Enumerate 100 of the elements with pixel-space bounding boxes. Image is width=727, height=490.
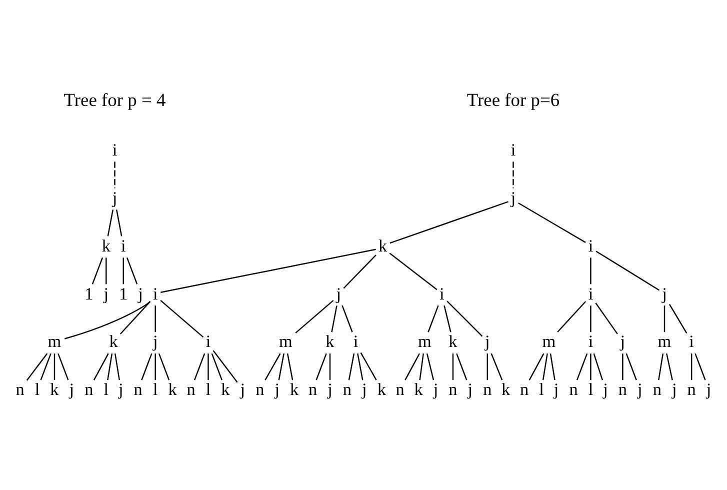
- node-text: k: [377, 380, 386, 399]
- connector: [694, 352, 706, 380]
- connector: [428, 304, 439, 332]
- node-text: j: [336, 284, 341, 303]
- connector: [343, 254, 376, 288]
- connector: [576, 352, 588, 380]
- connector: [528, 352, 544, 380]
- node-text: m: [658, 332, 672, 351]
- connector: [622, 353, 624, 380]
- connector: [626, 352, 637, 380]
- connector: [58, 352, 69, 380]
- connector: [126, 256, 138, 284]
- connector: [93, 352, 109, 380]
- connector: [518, 202, 586, 242]
- connector: [141, 352, 152, 380]
- connector: [114, 161, 116, 188]
- node-text: n: [569, 380, 578, 399]
- connector: [557, 300, 586, 332]
- connector: [389, 252, 438, 290]
- node-text: n: [483, 380, 492, 399]
- node-text: i: [120, 236, 126, 255]
- label: Tree for p = 4: [64, 89, 166, 110]
- connector: [212, 350, 238, 382]
- node-text: n: [256, 380, 264, 399]
- node-text: n: [342, 380, 352, 399]
- connector: [264, 352, 281, 380]
- connector: [26, 352, 48, 380]
- node-text: i: [510, 140, 516, 159]
- node-text: n: [618, 380, 628, 399]
- node-text: 1: [84, 284, 94, 303]
- connector: [64, 300, 150, 339]
- connector: [211, 352, 222, 380]
- connector: [590, 257, 592, 284]
- node-text: 1: [119, 284, 128, 303]
- connector: [419, 352, 424, 380]
- node-text: k: [168, 380, 177, 399]
- connector: [54, 353, 56, 380]
- connector: [360, 352, 377, 380]
- connector: [596, 250, 660, 290]
- node-text: j: [152, 332, 158, 351]
- connector: [426, 352, 434, 380]
- connector: [158, 352, 170, 380]
- node-text: n: [16, 380, 24, 399]
- node-text: n: [134, 380, 142, 399]
- connector: [590, 305, 592, 332]
- node-text: j: [672, 380, 677, 399]
- connector: [664, 305, 666, 332]
- connector: [446, 300, 483, 336]
- node-text: j: [554, 380, 559, 399]
- node-text: l: [206, 380, 211, 399]
- node-text: l: [104, 380, 109, 399]
- node-text: j: [706, 380, 712, 399]
- node-text: i: [112, 140, 118, 159]
- connector: [444, 304, 452, 332]
- node-text: k: [448, 332, 458, 351]
- connector: [122, 257, 124, 284]
- connector: [690, 353, 692, 380]
- node-text: j: [138, 284, 143, 303]
- connector: [160, 299, 204, 338]
- node-text: i: [206, 332, 211, 351]
- node-text: j: [638, 380, 642, 399]
- connector: [286, 352, 294, 380]
- node-text: j: [362, 380, 367, 399]
- connector: [542, 352, 548, 380]
- connector: [154, 353, 156, 380]
- node-text: i: [353, 332, 358, 351]
- node-text: j: [510, 188, 516, 207]
- connector: [208, 353, 209, 380]
- node-text: k: [414, 380, 423, 399]
- connector: [668, 303, 688, 333]
- connector: [550, 352, 556, 380]
- connector: [666, 352, 673, 380]
- node-text: k: [109, 332, 118, 351]
- node-text: j: [112, 188, 118, 207]
- node-text: j: [485, 332, 490, 351]
- node-text: m: [48, 332, 62, 351]
- node-text: j: [69, 380, 74, 399]
- connector: [593, 352, 604, 380]
- node-text: n: [652, 380, 662, 399]
- connector: [331, 304, 338, 332]
- connector: [595, 302, 618, 334]
- label: Tree for p=6: [466, 89, 560, 110]
- connector: [512, 161, 514, 188]
- node-text: l: [152, 380, 158, 399]
- node-text: i: [588, 332, 594, 351]
- node-text: j: [274, 380, 280, 399]
- connector: [92, 256, 104, 284]
- connector: [390, 200, 508, 244]
- node-text: n: [396, 380, 404, 399]
- node-text: n: [520, 380, 529, 399]
- node-text: n: [84, 380, 94, 399]
- node-text: m: [418, 332, 432, 351]
- connector: [658, 352, 664, 380]
- node-text: l: [34, 380, 40, 399]
- connector: [456, 352, 468, 380]
- node-text: i: [152, 284, 158, 303]
- connector: [114, 352, 120, 380]
- node-text: k: [502, 380, 510, 399]
- connector: [295, 299, 334, 333]
- connector: [342, 304, 353, 332]
